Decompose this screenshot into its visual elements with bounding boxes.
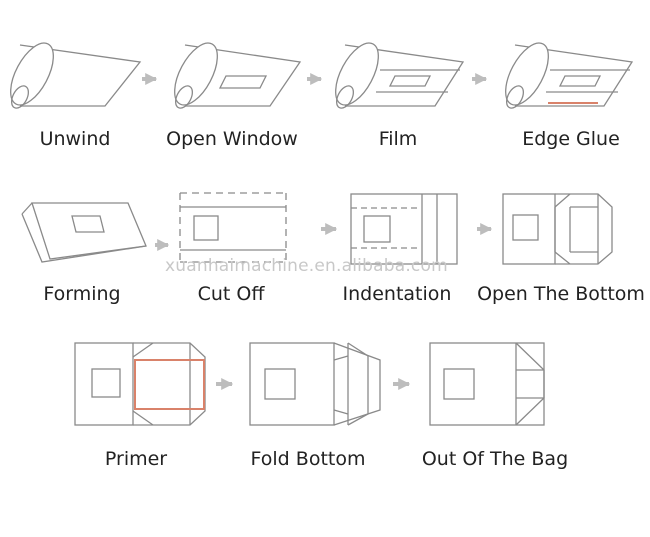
step-label-forming: Forming: [43, 283, 121, 305]
step-label-edge-glue: Edge Glue: [522, 128, 620, 150]
unwind-icon: [10, 42, 142, 109]
step-label-open-bottom: Open The Bottom: [477, 283, 645, 305]
fold-bottom-icon: [249, 342, 381, 426]
step-label-indentation: Indentation: [342, 283, 452, 305]
primer-icon: [74, 342, 206, 426]
film-icon: [335, 42, 465, 109]
step-label-unwind: Unwind: [39, 128, 111, 150]
open-window-icon: [174, 42, 302, 109]
step-label-out-of-bag: Out Of The Bag: [421, 448, 569, 470]
step-label-film: Film: [378, 128, 418, 150]
edge-glue-icon: [505, 42, 634, 109]
step-label-cut-off: Cut Off: [197, 283, 265, 305]
indentation-icon: [350, 193, 458, 265]
flow-arrows: [142, 73, 493, 390]
open-bottom-icon: [502, 193, 613, 265]
watermark: xuanhaimachine.en.alibaba.com: [165, 256, 448, 276]
forming-icon: [21, 202, 147, 263]
step-label-fold-bottom: Fold Bottom: [250, 448, 366, 470]
cut-off-icon: [179, 192, 287, 263]
step-label-primer: Primer: [104, 448, 168, 470]
out-of-bag-icon: [429, 342, 545, 426]
step-label-open-window: Open Window: [166, 128, 298, 150]
